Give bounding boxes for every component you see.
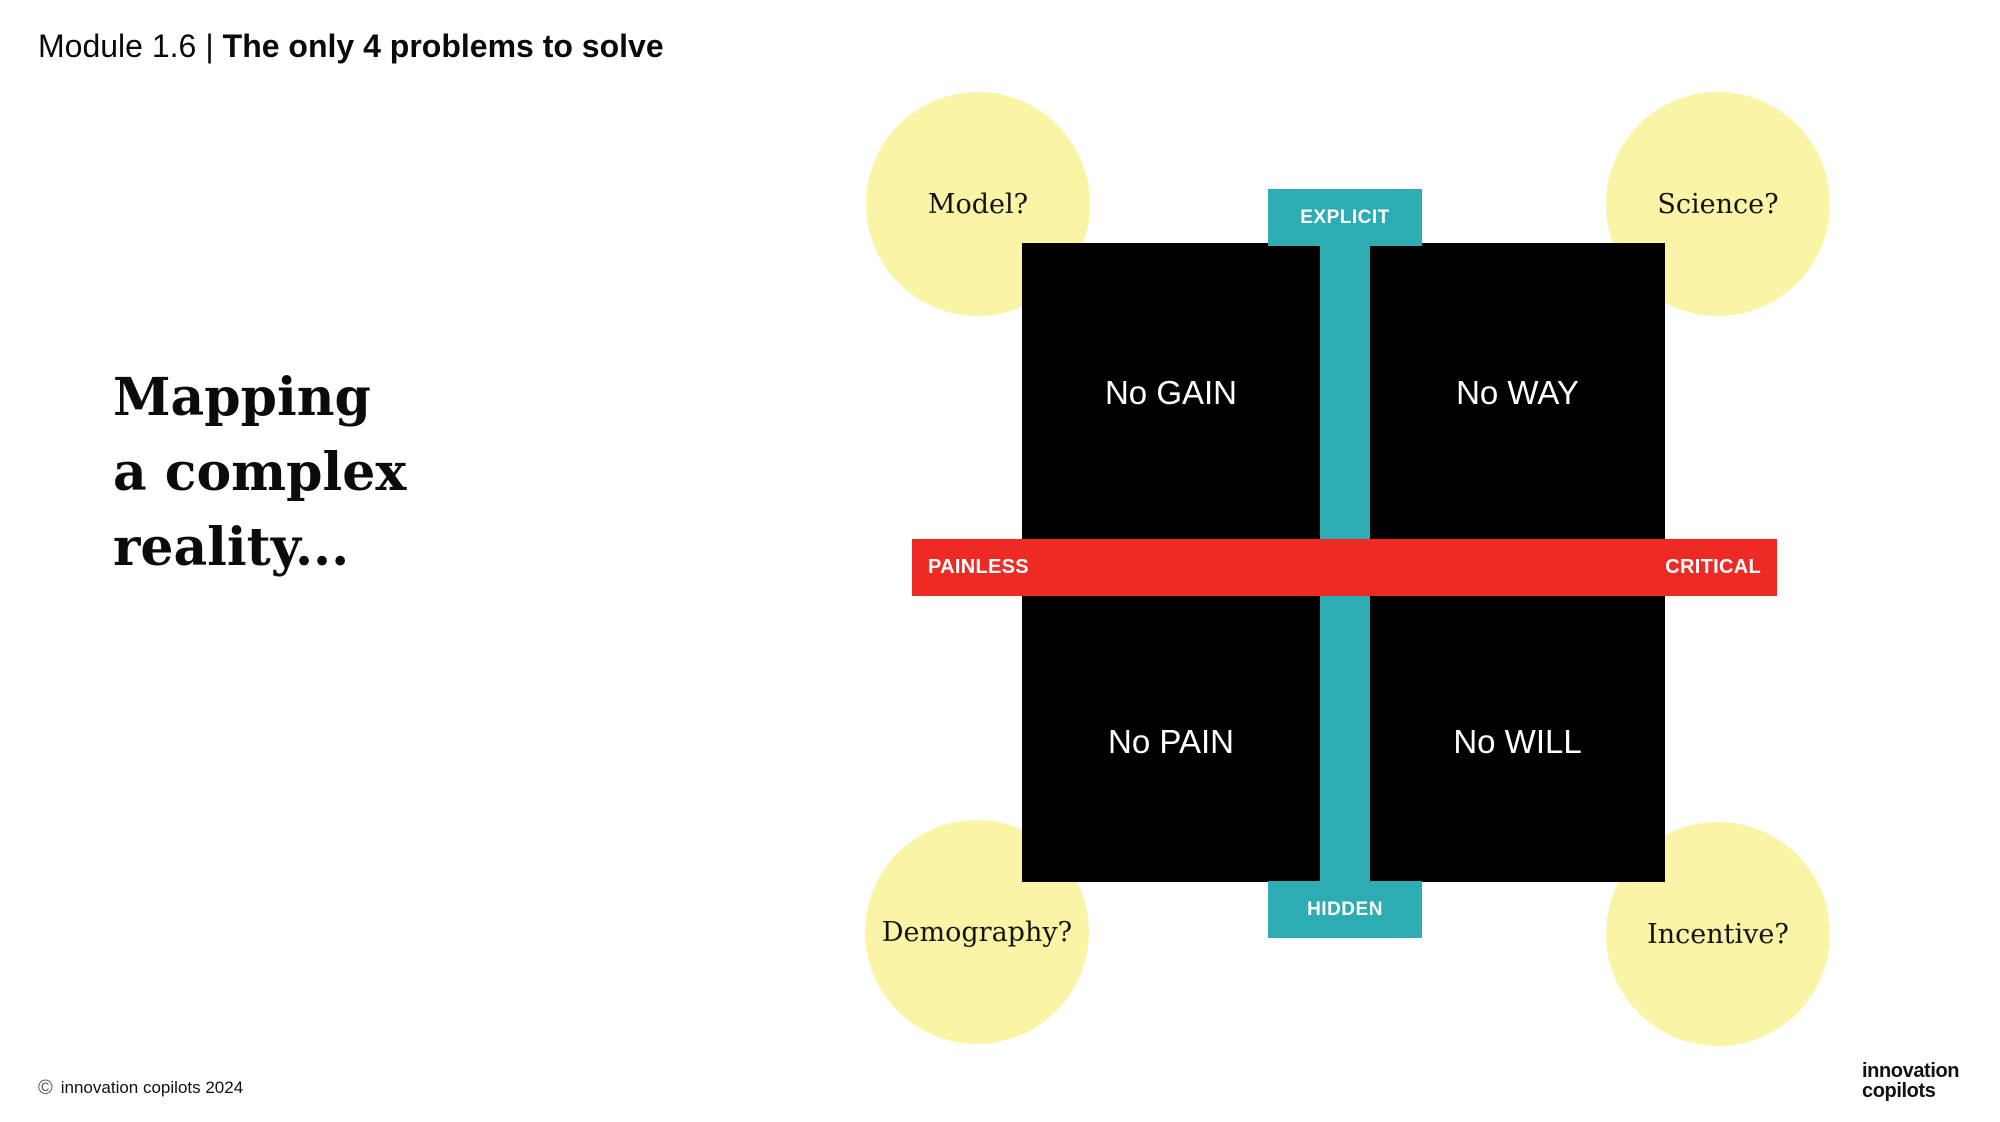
brand-logo: innovation copilots: [1862, 1060, 1960, 1102]
hint-circle-demography: Demography?: [865, 820, 1089, 1044]
hint-circle-model: Model?: [866, 92, 1090, 316]
title-separator: |: [205, 28, 214, 64]
module-label: Module 1.6: [38, 28, 197, 64]
hint-label-demography: Demography?: [881, 916, 1073, 948]
copyright-text: innovation copilots 2024: [60, 1078, 244, 1097]
hint-label-model: Model?: [927, 188, 1029, 220]
title-text: The only 4 problems to solve: [222, 28, 664, 64]
axis-label-painless: PAINLESS: [928, 556, 1029, 578]
quadrant-label-no-will: No WILL: [1453, 723, 1582, 760]
logo-line-1: innovation: [1862, 1060, 1960, 1082]
quadrant-label-no-way: No WAY: [1456, 374, 1579, 411]
quadrant-label-no-pain: No PAIN: [1108, 723, 1234, 760]
axis-label-explicit: EXPLICIT: [1268, 189, 1422, 246]
horizontal-axis-bar: PAINLESS CRITICAL: [912, 539, 1777, 596]
logo-line-2: copilots: [1862, 1079, 1936, 1102]
page-title: Module 1.6|The only 4 problems to solve: [38, 28, 664, 65]
quadrant-label-no-gain: No GAIN: [1104, 374, 1238, 411]
copyright-icon: ©: [38, 1076, 53, 1099]
axis-label-hidden: HIDDEN: [1268, 881, 1422, 938]
footer-copyright: © innovation copilots 2024: [38, 1078, 243, 1098]
hint-label-science: Science?: [1657, 188, 1779, 220]
hidden-label-text: HIDDEN: [1307, 898, 1383, 920]
intro-text: Mapping a complex reality...: [113, 367, 407, 578]
explicit-label-text: EXPLICIT: [1300, 206, 1390, 228]
hint-label-incentive: Incentive?: [1647, 918, 1789, 950]
axis-label-critical: CRITICAL: [1665, 556, 1761, 578]
